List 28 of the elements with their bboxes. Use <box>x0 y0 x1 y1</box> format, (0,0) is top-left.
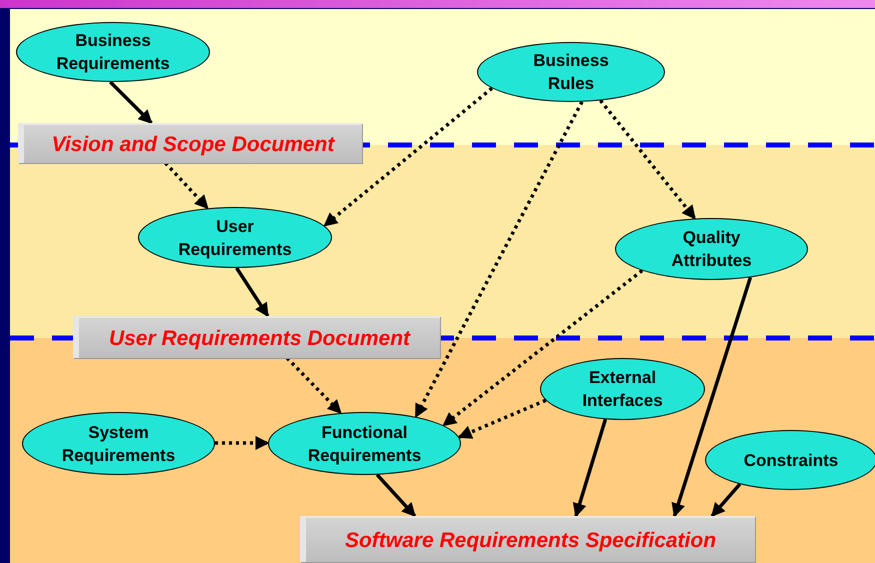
document-title: Software Requirements Specification <box>344 530 716 550</box>
arrow <box>235 267 270 318</box>
arrow <box>323 86 494 228</box>
arrow <box>672 276 752 518</box>
document-bar <box>73 316 440 358</box>
document-bar <box>300 516 755 562</box>
arrow <box>215 436 270 450</box>
requirement-label: Constraints <box>744 450 838 472</box>
requirement-label: Functional Requirements <box>306 422 422 466</box>
arrow <box>458 398 546 439</box>
arrow <box>442 269 644 427</box>
document-title: Vision and Scope Document <box>52 134 334 154</box>
arrow <box>414 100 584 418</box>
requirement-label: Business Rules <box>532 50 610 95</box>
requirement-label: System Requirements <box>60 422 176 466</box>
arrow <box>109 80 153 124</box>
requirement-label: External Interfaces <box>581 367 664 412</box>
document-title: User Requirements Document <box>108 328 410 348</box>
document-bar <box>18 123 362 163</box>
requirement-label: Quality Attributes <box>670 227 753 272</box>
arrow <box>710 482 742 518</box>
arrow <box>599 99 696 220</box>
arrow <box>376 474 416 518</box>
requirement-label: User Requirements <box>177 216 293 260</box>
arrow <box>572 418 608 518</box>
arrow <box>164 162 209 210</box>
requirement-label: Business Requirements <box>55 30 171 75</box>
arrow <box>286 356 342 414</box>
